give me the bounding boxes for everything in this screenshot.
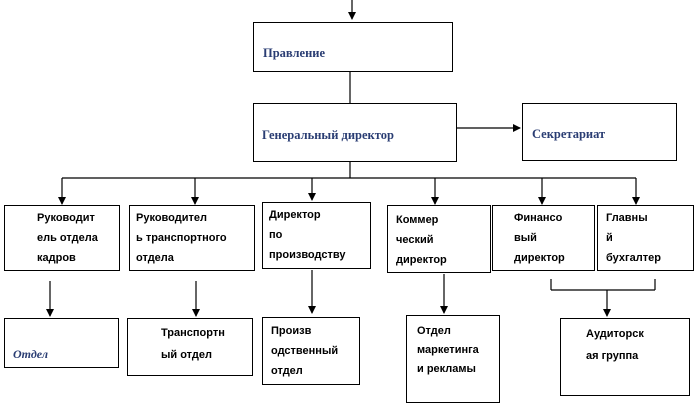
- node-production-director: Директор по производству: [262, 202, 371, 269]
- node-transport-head-label: Руководител ь транспортного отдела: [136, 212, 227, 264]
- node-board-label: Правление: [263, 46, 326, 60]
- node-hr-head-label: Руководит ель отдела кадров: [37, 212, 98, 264]
- node-production-director-label: Директор по производству: [269, 209, 346, 261]
- node-transport-head: Руководител ь транспортного отдела: [129, 205, 255, 271]
- node-board: Правление: [253, 22, 453, 72]
- node-financial-director: Финансо вый директор: [492, 205, 595, 271]
- node-transport-department-label: Транспортн ый отдел: [161, 327, 225, 361]
- node-audit-group-label: Аудиторск ая группа: [586, 328, 644, 362]
- node-chief-accountant: Главны й бухгалтер: [597, 205, 694, 271]
- node-general-director: Генеральный директор: [253, 103, 457, 162]
- node-secretariat-label: Секретариат: [532, 127, 606, 141]
- node-hr-head: Руководит ель отдела кадров: [4, 205, 120, 271]
- node-hr-department: Отдел: [4, 318, 119, 368]
- node-production-department: Произв одственный отдел: [262, 317, 360, 385]
- node-chief-accountant-label: Главны й бухгалтер: [606, 212, 661, 264]
- node-commercial-director: Коммер ческий директор: [387, 205, 491, 273]
- node-marketing-department: Отдел маркетинга и рекламы: [406, 315, 500, 403]
- node-secretariat: Секретариат: [522, 103, 677, 161]
- node-transport-department: Транспортн ый отдел: [127, 318, 253, 376]
- node-financial-director-label: Финансо вый директор: [514, 212, 565, 264]
- node-marketing-department-label: Отдел маркетинга и рекламы: [417, 325, 479, 375]
- node-audit-group: Аудиторск ая группа: [560, 318, 690, 396]
- node-general-director-label: Генеральный директор: [262, 128, 394, 142]
- node-hr-department-label: Отдел: [13, 347, 48, 361]
- node-commercial-director-label: Коммер ческий директор: [396, 214, 447, 266]
- node-production-department-label: Произв одственный отдел: [271, 325, 339, 377]
